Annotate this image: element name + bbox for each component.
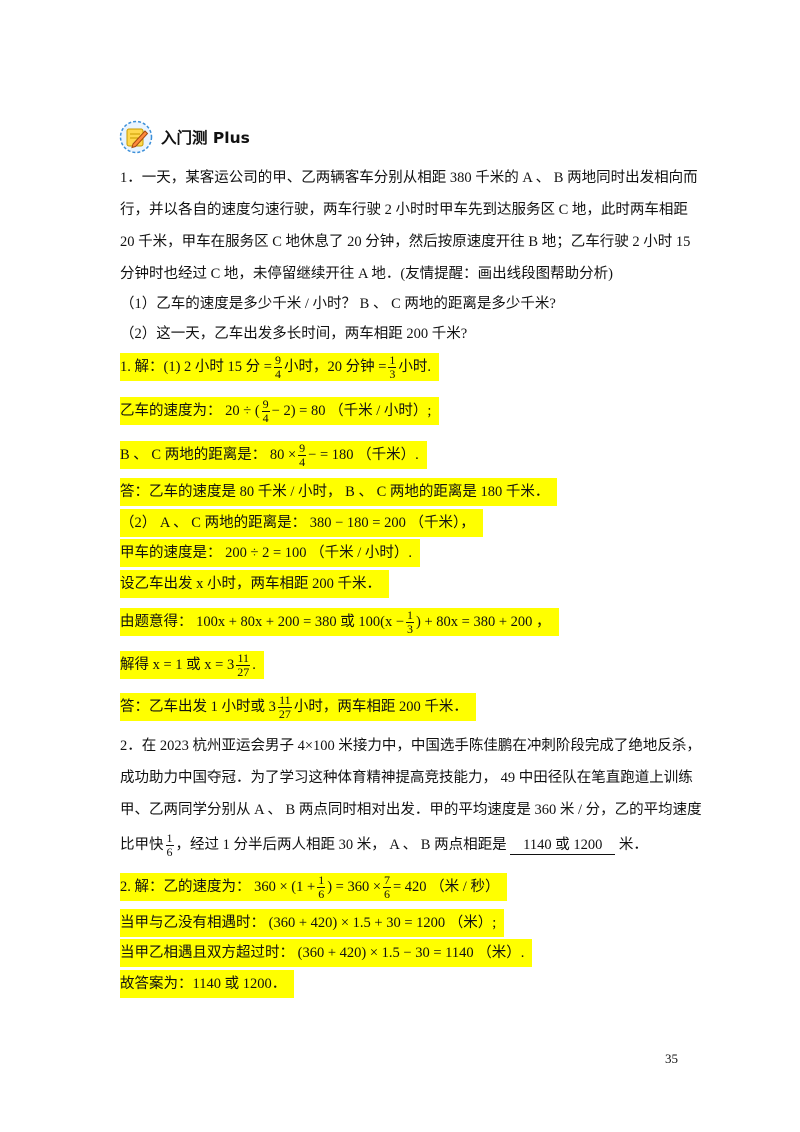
q1-line-2: 行，并以各自的速度匀速行驶，两车行驶 2 小时时甲车先到达服务区 C 地，此时两… [120,202,688,218]
q1-line-4: 分钟时也经过 C 地，未停留继续开往 A 地．(友情提醒：画出线段图帮助分析) [120,266,613,282]
pencil-notebook-icon [119,120,153,154]
a2-line-2: 当甲与乙没有相遇时： (360 + 420) × 1.5 + 30 = 1200… [120,909,505,937]
q1-part-1: （1）乙车的速度是多少千米 / 小时？ B 、 C 两地的距离是多少千米? [120,296,556,312]
a2-l2-text: 当甲与乙没有相遇时： (360 + 420) × 1.5 + 30 = 1200… [120,909,505,937]
a1-line-5: （2） A 、 C 两地的距离是： 380 − 180 = 200 （千米）， [120,509,483,537]
a1-l3-text-b: − = 180 （千米）. [308,446,419,463]
a1-l4-text: 答：乙车的速度是 80 千米 / 小时， B 、 C 两地的距离是 180 千米… [120,478,558,506]
page-number: 35 [665,1051,678,1066]
a1-line-6: 甲车的速度是： 200 ÷ 2 = 100 （千米 / 小时）. [120,539,421,567]
q2-l4-text-c: 米． [618,836,648,853]
q2-l4-text-a: 比甲快 [120,836,164,853]
a1-l5-text: （2） A 、 C 两地的距离是： 380 − 180 = 200 （千米）， [120,509,483,537]
a1-l2-text-a: 乙车的速度为： 20 ÷ ( [120,402,260,419]
a1-l2-text-b: − 2) = 80 （千米 / 小时）; [271,402,432,419]
q2-line-2: 成功助力中国夺冠．为了学习这种体育精神提高竞技能力， 49 中田径队在笔直跑道上… [120,770,693,786]
a2-l1-text-b: ) = 360 × [327,878,381,895]
a1-l1-text-a: 1. 解：(1) 2 小时 15 分 = [120,358,272,375]
a2-l1-text-c: = 420 （米 / 秒） [393,878,500,895]
a2-l1-text-a: 2. 解：乙的速度为： 360 × (1 + [120,878,316,895]
a1-l8-text-a: 由题意得： 100x + 80x + 200 = 380 或 100(x − [120,613,405,630]
a1-line-7: 设乙车出发 x 小时，两车相距 200 千米． [120,570,389,598]
a1-l9-text-b: . [252,656,256,673]
a1-l9-text-a: 解得 x = 1 或 x = 3 [120,656,235,673]
a1-line-4: 答：乙车的速度是 80 千米 / 小时， B 、 C 两地的距离是 180 千米… [120,478,558,506]
q1-part-2: （2）这一天，乙车出发多长时间，两车相距 200 千米? [120,326,468,342]
a1-l1-text-b: 小时，20 分钟 = [283,358,387,375]
a1-l10-text-b: 小时，两车相距 200 千米． [293,698,468,715]
a2-l3-text: 当甲乙相遇且双方超过时： (360 + 420) × 1.5 − 30 = 11… [120,939,533,967]
a2-l4-text: 故答案为：1140 或 1200． [120,970,295,998]
q2-line-1: 2．在 2023 杭州亚运会男子 4×100 米接力中，中国选手陈佳鹏在冲刺阶段… [120,738,701,754]
a1-l7-text: 设乙车出发 x 小时，两车相距 200 千米． [120,570,389,598]
q1-line-3: 20 千米，甲车在服务区 C 地休息了 20 分钟，然后按原速度开往 B 地；乙… [120,234,691,250]
q1-line-1: 1．一天，某客运公司的甲、乙两辆客车分别从相距 380 千米的 A 、 B 两地… [120,170,698,186]
q2-line-3: 甲、乙两同学分别从 A 、 B 两点同时相对出发．甲的平均速度是 360 米 /… [120,802,702,818]
a1-l8-text-b: ) + 80x = 380 + 200 ， [416,613,551,630]
a1-l1-text-c: 小时. [398,358,432,375]
a2-line-3: 当甲乙相遇且双方超过时： (360 + 420) × 1.5 − 30 = 11… [120,939,533,967]
a1-l10-text-a: 答：乙车出发 1 小时或 3 [120,698,276,715]
section-header: 入门测 Plus [119,120,250,154]
q2-l4-text-b: ，经过 1 分半后两人相距 30 米， A 、 B 两点相距是 [175,836,507,853]
section-title: 入门测 Plus [161,129,250,147]
a1-l6-text: 甲车的速度是： 200 ÷ 2 = 100 （千米 / 小时）. [120,539,421,567]
answer-blank: 1140 或 1200 [510,836,616,855]
a2-line-4: 故答案为：1140 或 1200． [120,970,295,998]
a1-l3-text-a: B 、 C 两地的距离是： 80 × [120,446,297,463]
